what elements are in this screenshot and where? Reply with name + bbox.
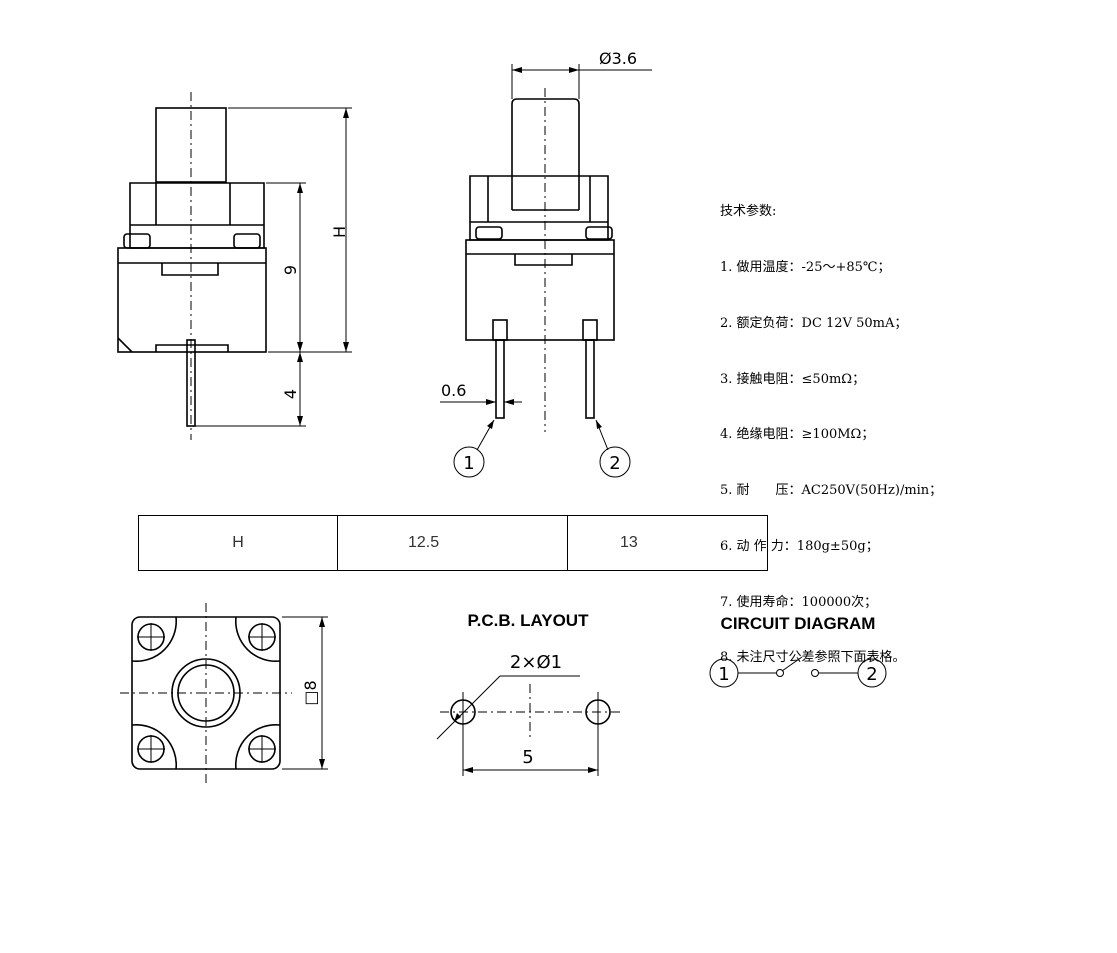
dim-square-label: □8 [301,680,320,705]
table-cell-12-5: 12.5 [337,515,568,571]
circuit-title: CIRCUIT DIAGRAM [721,614,876,633]
pcb-title: P.C.B. LAYOUT [468,611,590,630]
front-view: Ø3.6 0.6 1 2 [440,49,652,478]
height-table: H 12.5 13 [138,515,768,571]
pcb-layout: P.C.B. LAYOUT 2×Ø1 5 [436,611,622,776]
dim-9-label: 9 [281,265,300,275]
spec-item: 3. 接触电阻：≤50mΩ； [720,371,866,387]
pcb-spacing-label: 5 [522,747,533,768]
pin-2-label: 2 [609,453,620,474]
pin-1-label: 1 [463,453,474,474]
circuit-node-2: 2 [866,664,877,685]
dim-h-label: H [330,226,349,238]
table-cell-13: 13 [567,515,768,571]
dim-diameter-label: Ø3.6 [599,49,637,68]
dim-4-label: 4 [281,389,300,399]
circuit-node-1: 1 [718,664,729,685]
spec-item: 2. 额定负荷：DC 12V 50mA； [720,315,908,331]
spec-list: 技术参数: 1. 做用温度：-25～+85℃； 2. 额定负荷：DC 12V 5… [720,166,942,687]
spec-title: 技术参数: [720,204,777,220]
table-cell-h: H [138,515,338,571]
spec-item: 4. 绝缘电阻：≥100MΩ； [720,427,875,443]
dim-pin-label: 0.6 [441,381,466,400]
spec-item: 7. 使用寿命：100000次； [720,594,878,610]
pcb-hole-label: 2×Ø1 [510,652,562,673]
spec-item: 5. 耐 压：AC250V(50Hz)/min； [720,483,943,499]
spec-item: 1. 做用温度：-25～+85℃； [720,259,891,275]
spec-item: 8. 未注尺寸公差参照下面表格。 [720,650,906,666]
top-view: □8 [120,603,328,783]
circuit-diagram: CIRCUIT DIAGRAM 1 2 [709,614,887,688]
side-view: H 9 4 [117,92,352,440]
table-row: H 12.5 13 [138,515,768,571]
